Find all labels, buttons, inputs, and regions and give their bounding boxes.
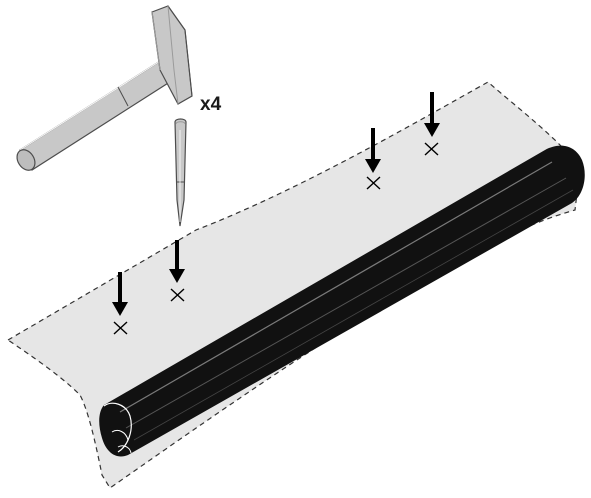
nail-punch-icon	[174, 118, 187, 227]
quantity-label: x4	[200, 94, 222, 115]
cross-mark-icon	[113, 142, 439, 335]
hammer-icon	[16, 5, 193, 171]
down-arrow-icon	[112, 92, 440, 316]
floor-sheet	[6, 81, 581, 489]
edge-profile	[99, 145, 585, 457]
